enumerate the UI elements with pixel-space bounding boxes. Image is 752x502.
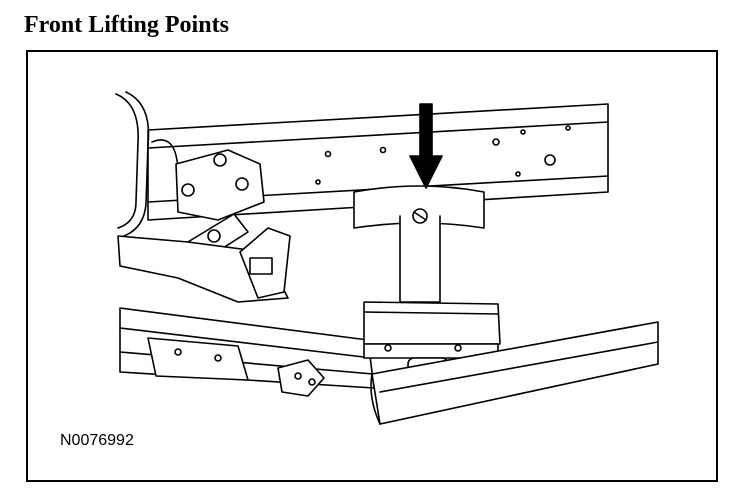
down-arrow-icon bbox=[409, 103, 443, 189]
lower-arm bbox=[117, 227, 291, 303]
lift-arm bbox=[370, 321, 659, 425]
page-title: Front Lifting Points bbox=[24, 12, 229, 38]
lower-frame-rail bbox=[119, 307, 375, 397]
jack-body bbox=[363, 301, 501, 377]
mount-bracket bbox=[175, 149, 265, 265]
lift-point-illustration bbox=[115, 91, 659, 425]
jack-saddle bbox=[353, 185, 485, 303]
figure-code: N0076992 bbox=[60, 432, 134, 449]
illustration-frame: N0076992 bbox=[26, 50, 718, 482]
